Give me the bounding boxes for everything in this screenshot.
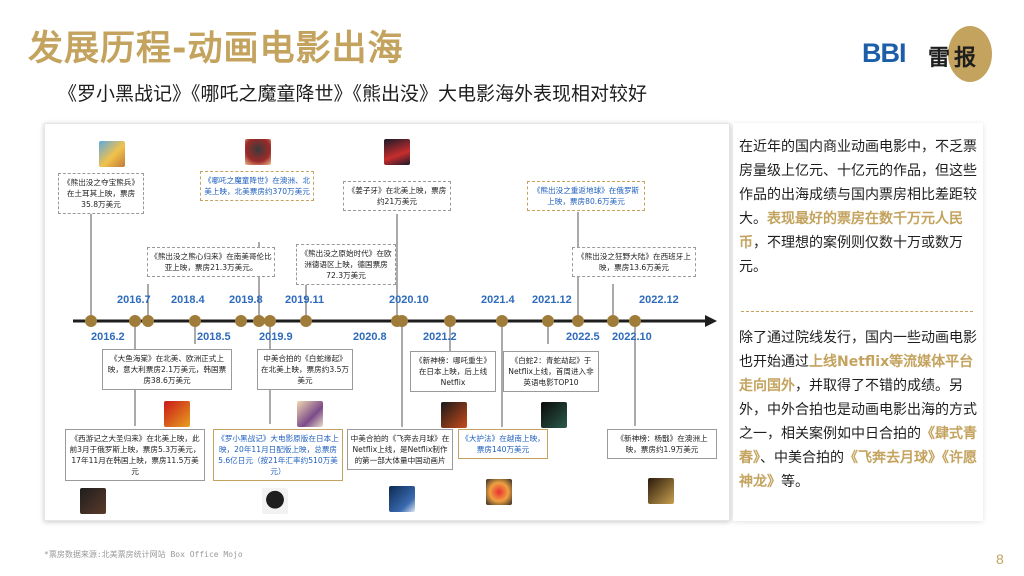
event-2016-7: 《熊出没之夺宝熊兵》在土耳其上映，票房35.8万美元	[58, 173, 144, 214]
logo-circle	[948, 26, 992, 82]
event-2021-2: 《新神榜：哪吒重生》在日本上映，后上线Netflix	[410, 351, 496, 392]
source-footnote: *票房数据来源:北美票房统计网站 Box Office Mojo	[44, 550, 243, 559]
poster-image	[297, 401, 323, 427]
date-2019-9: 2019.9	[259, 331, 293, 343]
event-2019-11: 《熊出没之原始时代》在欧洲德语区上映，德国票房72.3万美元	[296, 244, 396, 285]
date-2022-12: 2022.12	[639, 294, 679, 306]
event-2018-4: 《熊出没之熊心归来》在南美哥伦比亚上映，票房21.3万美元。	[147, 247, 275, 277]
event-2022-10: 《新神榜：杨戬》在澳洲上映，票房约1.9万美元	[607, 429, 717, 459]
date-2020-10: 2020.10	[389, 294, 429, 306]
event-2022-5: 《白蛇2：青蛇劫起》于Netflix上线，首周进入非英语电影TOP10	[503, 351, 599, 392]
poster-image	[648, 478, 674, 504]
event-2021-12: 《熊出没之重返地球》在俄罗斯上映，票房80.6万美元	[527, 181, 645, 211]
event-2021-4: 《大护法》在越南上映，票房140万美元	[458, 429, 548, 459]
poster-image	[441, 402, 467, 428]
brand-logo: BBI 雷报	[862, 26, 992, 82]
poster-image	[245, 139, 271, 165]
date-2022-5: 2022.5	[566, 331, 600, 343]
date-2021-4: 2021.4	[481, 294, 515, 306]
date-2022-10: 2022.10	[612, 331, 652, 343]
summary-paragraph-2: 除了通过院线发行，国内一些动画电影也开始通过上线Netflix等流媒体平台走向国…	[739, 330, 977, 490]
poster-image	[164, 401, 190, 427]
event-2019-8: 《哪吒之魔童降世》在澳洲、北美上映，北美票房约370万美元	[200, 171, 314, 201]
poster-image	[541, 402, 567, 428]
timeline-panel: 2016.7 2018.4 2019.8 2019.11 2020.10 202…	[44, 123, 730, 521]
highlight-film-2: 《飞奔去月球》《许愿神龙》	[739, 450, 977, 490]
poster-image	[384, 139, 410, 165]
timeline-arrow	[705, 315, 717, 327]
event-2022-12: 《熊出没之狂野大陆》在西班牙上映，票房13.6万美元	[572, 247, 696, 277]
highlight-film-1: 《肆式青春》	[739, 426, 977, 466]
date-2018-5: 2018.5	[197, 331, 231, 343]
event-2020-10: 《姜子牙》在北美上映，票房约21万美元	[343, 181, 451, 211]
summary-divider	[741, 311, 973, 312]
poster-image	[486, 479, 512, 505]
logo-name: 雷报	[928, 45, 981, 71]
logo-brand: BBI	[862, 38, 906, 68]
page-number: 8	[996, 551, 1004, 567]
highlight-box-office: 表现最好的票房在数千万元人民币	[739, 211, 963, 251]
poster-image	[80, 488, 106, 514]
slide-title: 发展历程-动画电影出海	[28, 29, 404, 69]
date-2021-12: 2021.12	[532, 294, 572, 306]
date-2018-4: 2018.4	[171, 294, 205, 306]
event-2018-5: 《西游记之大圣归来》在北美上映，此前3月于俄罗斯上映，票房5.3万美元，17年1…	[65, 429, 205, 481]
event-2020-8: 中美合拍的《飞奔去月球》在Netflix上线，是Netflix制作的第一部大体量…	[347, 429, 453, 470]
summary-panel: 在近年的国内商业动画电影中，不乏票房量级上亿元、十亿元的作品，但这些作品的出海成…	[733, 123, 983, 521]
date-2020-8: 2020.8	[353, 331, 387, 343]
timeline-nodes	[85, 315, 641, 327]
date-2019-11: 2019.11	[285, 294, 325, 306]
highlight-netflix: 上线Netflix等流媒体平台走向国外	[739, 354, 974, 394]
event-2019-9: 中美合拍的《白蛇缘起》在北美上映，票房约3.5万美元	[257, 349, 353, 390]
date-2016-7: 2016.7	[117, 294, 151, 306]
slide-subtitle: 《罗小黑战记》《哪吒之魔童降世》《熊出没》大电影海外表现相对较好	[58, 83, 648, 105]
date-2019-8: 2019.8	[229, 294, 263, 306]
summary-paragraph-1: 在近年的国内商业动画电影中，不乏票房量级上亿元、十亿元的作品，但这些作品的出海成…	[739, 139, 977, 275]
poster-image	[262, 488, 288, 514]
event-2016-2: 《大鱼海棠》在北美、欧洲正式上映，意大利票房2.1万美元，韩国票房38.6万美元	[102, 349, 232, 390]
poster-image	[389, 486, 415, 512]
poster-image	[99, 141, 125, 167]
event-2019-9-luoxiaohei: 《罗小黑战记》大电影原版在日本上映，20年11月日配版上映，总票房5.6亿日元（…	[213, 429, 343, 481]
date-2016-2: 2016.2	[91, 331, 125, 343]
date-2021-2: 2021.2	[423, 331, 457, 343]
